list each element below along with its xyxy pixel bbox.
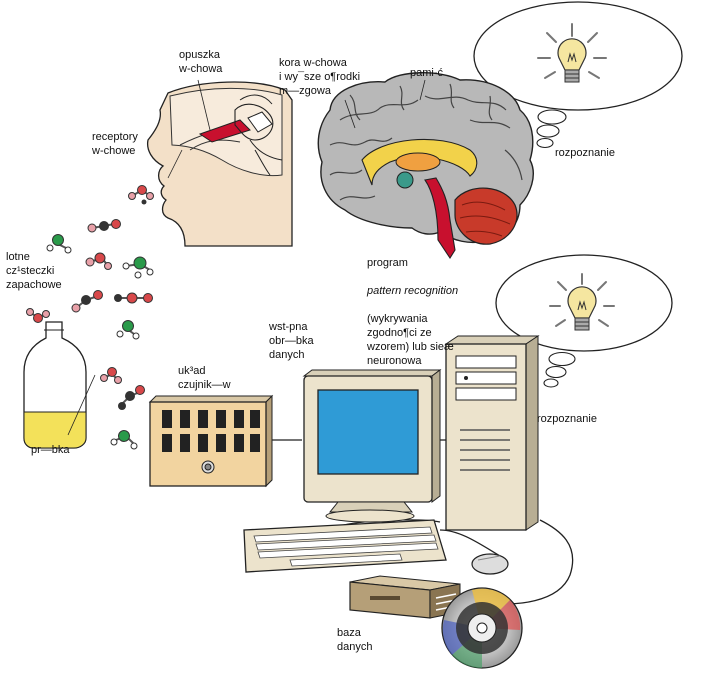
brain-illustration [317,72,534,260]
molecule-icon [26,308,50,323]
label-memory: pami-ć [410,67,444,79]
label-recognition-top: rozpoznanie [555,147,615,159]
molecule-icon [71,290,103,313]
label-sensor-array: uk³ad czujnik—w [178,365,231,391]
label-program-description: (wykrywania zgodno¶ci ze wzorem) lub sie… [367,313,454,367]
molecule-icon [116,320,140,340]
label-program-line1: program [367,257,408,269]
computer-monitor [302,369,442,523]
molecule-icon [100,367,122,384]
molecule-icon [85,252,112,270]
sample-bottle [23,321,87,449]
molecule-icon [46,234,72,254]
label-volatile-particles: lotne cz¹steczki zapachowe [6,251,62,291]
molecule-icon [114,292,153,304]
molecule-icon [110,430,138,450]
label-olfactory-bulb: opuszka w-chowa [179,49,223,75]
odor-molecules [26,185,154,450]
pointer-lines [67,374,96,436]
label-preprocessing: wst-pna obr—bka danych [269,321,314,361]
computer-mouse-icon [471,553,509,575]
label-program-pattern-recognition: pattern recognition [367,285,459,297]
database-drive [349,575,461,619]
sensor-array-box [148,394,274,488]
computer-tower [444,335,540,531]
molecule-icon [118,385,145,410]
molecule-icon [128,185,154,205]
label-recognition-bottom: rozpoznanie [537,413,597,425]
keyboard [243,519,447,573]
lightbulb-icon [537,23,607,83]
label-sample: pr—bka [31,444,70,456]
label-olfactory-cortex: kora w-chowa i wy¯sze o¶rodki m—zgowa [279,57,361,97]
lightbulb-icon [549,273,615,331]
label-program: program pattern recognition (wykrywania … [367,242,458,368]
label-database: baza danych [337,627,373,653]
molecule-icon [87,219,121,233]
molecule-icon [122,256,154,279]
compact-disc-icon [441,587,523,669]
label-olfactory-receptors: receptory w-chowe [92,131,138,157]
human-head-profile [146,79,293,247]
